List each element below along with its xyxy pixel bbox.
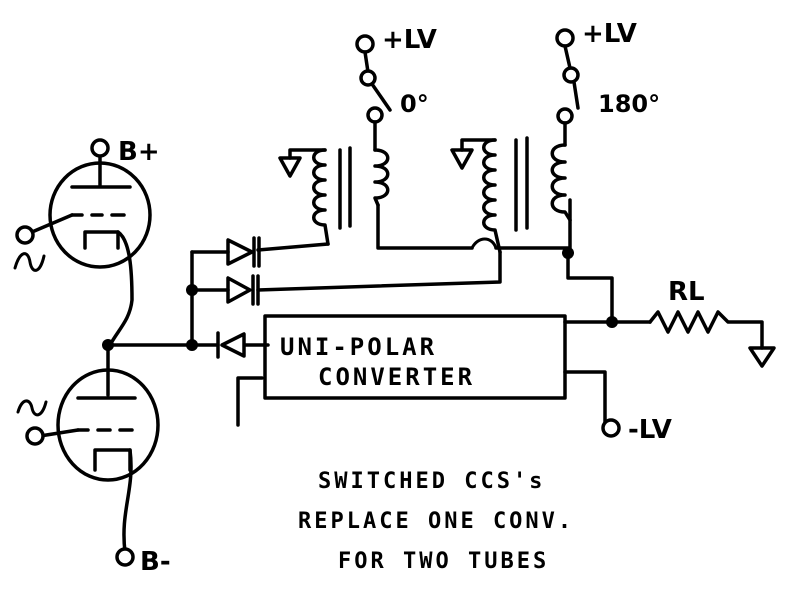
b-minus-terminal: [115, 547, 135, 567]
lv-left-label: +LV: [382, 25, 437, 55]
phase-right-label: 180°: [598, 90, 660, 118]
transformer-right: [450, 28, 580, 254]
converter-label-2: CONVERTER: [318, 363, 475, 391]
lower-grid-terminal: [25, 426, 45, 446]
note-line-3: FOR TWO TUBES: [338, 549, 549, 574]
b-minus-label: B-: [140, 547, 171, 577]
diode-converter: [216, 331, 246, 359]
neg-lv-terminal: [601, 418, 621, 438]
upper-tube: [30, 153, 152, 347]
note-line-2: REPLACE ONE CONV.: [298, 509, 574, 534]
rl-label: RL: [668, 277, 705, 307]
converter-label-1: UNI-POLAR: [280, 333, 437, 361]
upper-grid-terminal: [15, 225, 35, 245]
load-resistor: [648, 310, 776, 368]
wiring: [102, 198, 652, 438]
ac-signal-lower-icon: [16, 399, 48, 417]
transformer-left: [278, 34, 392, 246]
b-plus-label: B+: [118, 137, 160, 167]
b-plus-terminal: [90, 138, 110, 158]
lower-tube: [38, 343, 160, 554]
diode-middle: [226, 274, 260, 306]
phase-left-label: 0°: [400, 90, 429, 118]
converter-box: [263, 314, 567, 400]
lv-right-label: +LV: [582, 19, 637, 49]
diode-top: [226, 236, 261, 268]
note-line-1: SWITCHED CCS's: [318, 469, 545, 494]
ac-signal-upper-icon: [13, 252, 46, 272]
neg-lv-label: -LV: [628, 415, 672, 445]
